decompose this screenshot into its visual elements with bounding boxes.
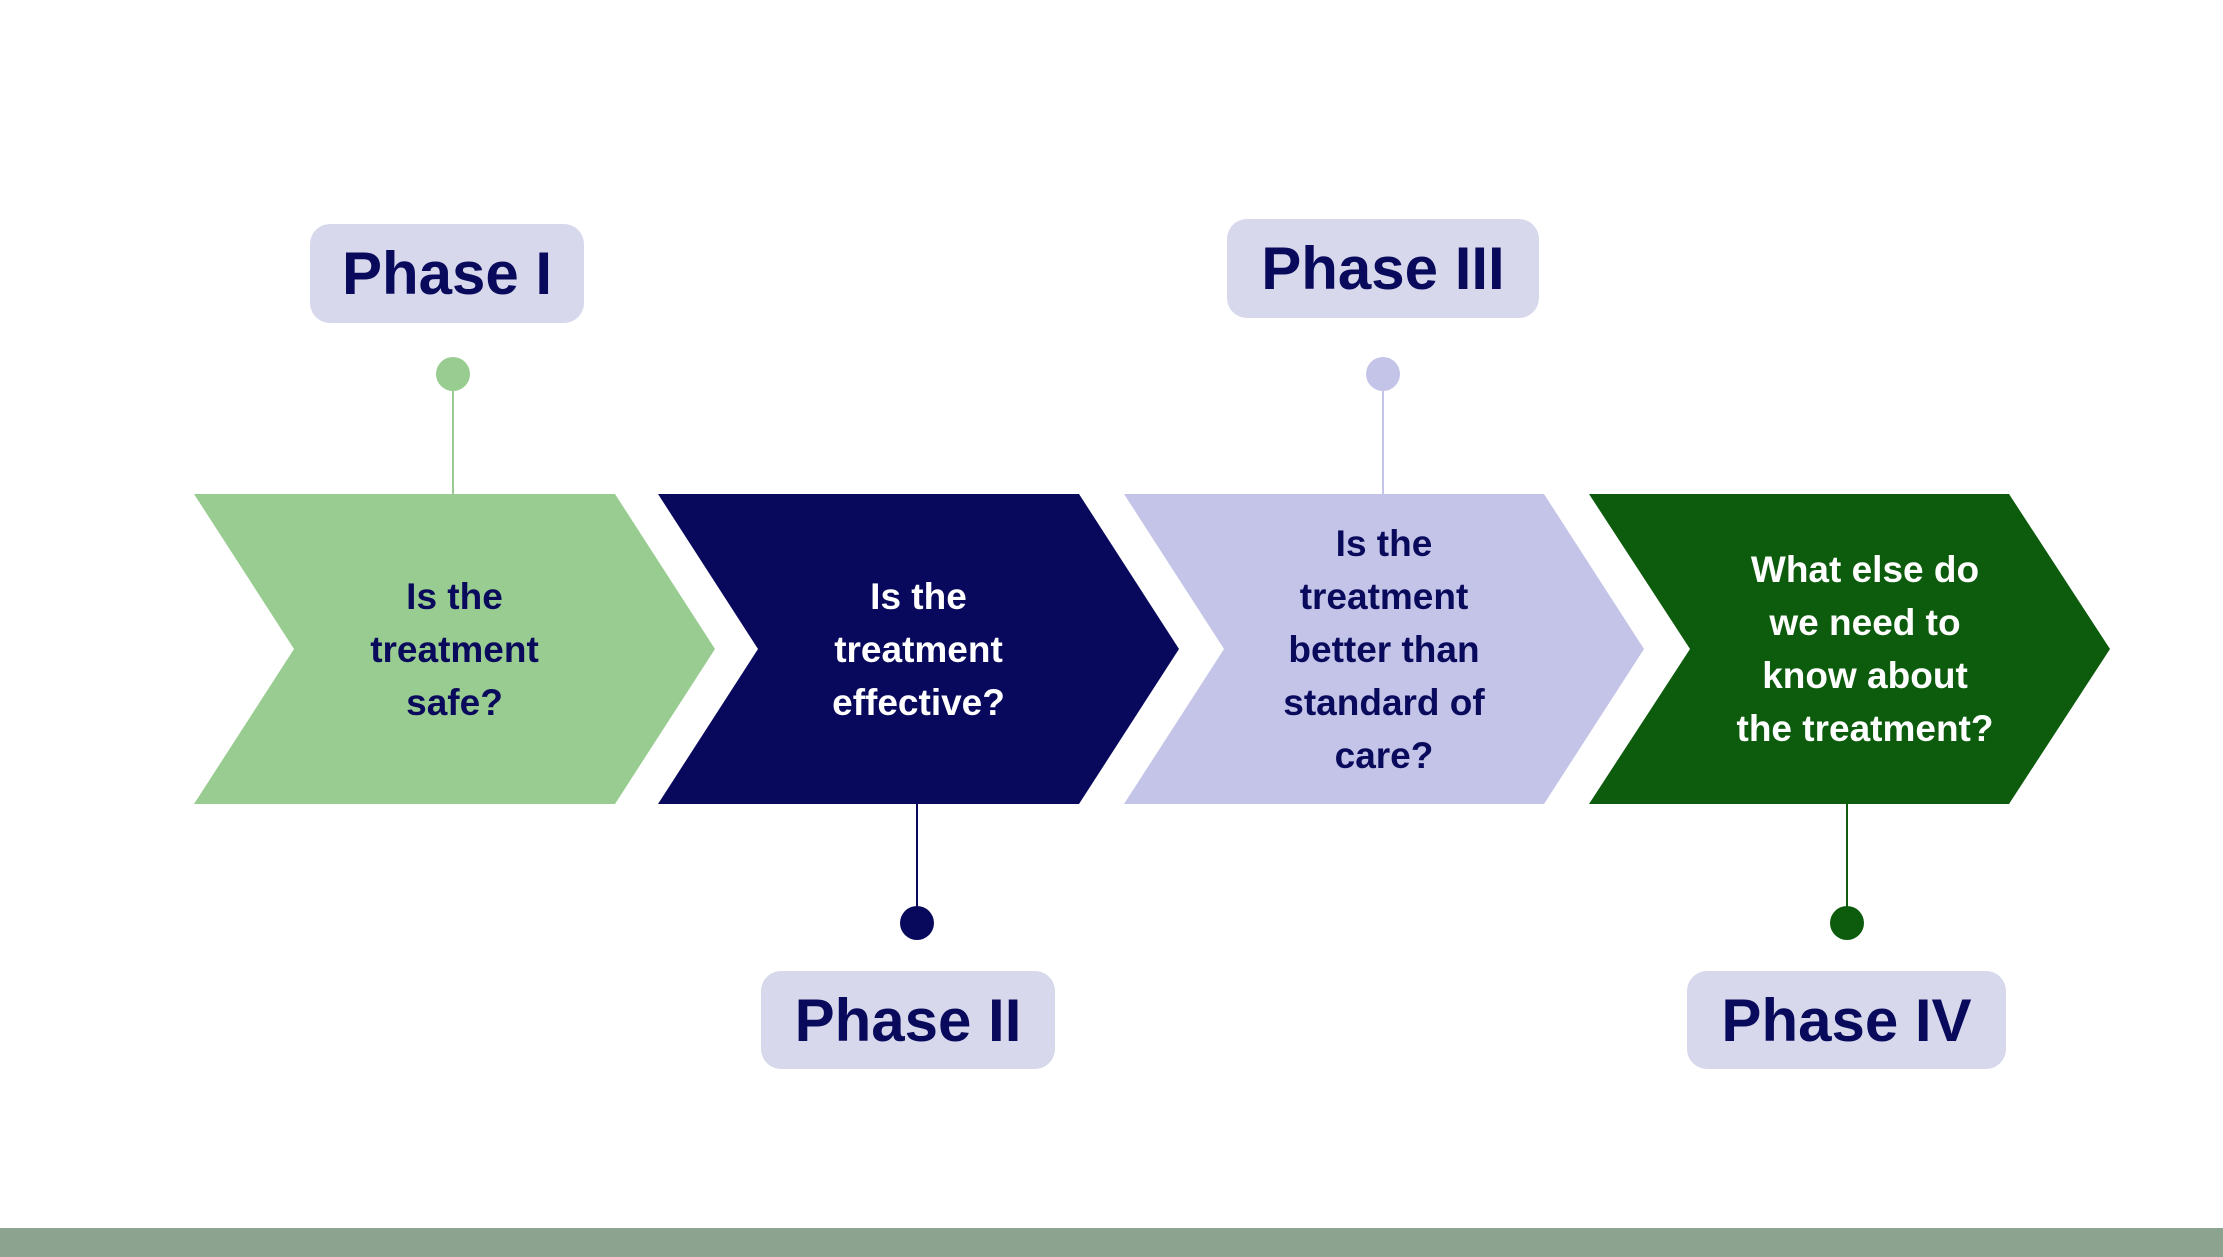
phase-2-chevron xyxy=(658,494,1179,804)
footer-bar xyxy=(0,1228,2223,1257)
phase-3-chevron xyxy=(1124,494,1644,804)
phase-1-question: Is the treatment safe? xyxy=(370,575,539,723)
phase-1-connector-dot xyxy=(436,357,470,391)
phase-1-label: Phase I xyxy=(310,224,584,323)
phase-3-connector-dot xyxy=(1366,357,1400,391)
phase-3-label: Phase III xyxy=(1227,219,1539,318)
phase-2-question: Is the treatment effective? xyxy=(832,575,1005,723)
phase-4-chevron xyxy=(1589,494,2110,804)
phase-2-connector-dot xyxy=(900,906,934,940)
phase-3-question: Is the treatment better than standard of… xyxy=(1283,522,1485,776)
phase-2-label: Phase II xyxy=(761,971,1055,1069)
phase-4-question: What else do we need to know about the t… xyxy=(1736,549,1994,749)
phase-4-connector-dot xyxy=(1830,906,1864,940)
phase-4-label: Phase IV xyxy=(1687,971,2006,1069)
phase-1-chevron xyxy=(194,494,715,804)
